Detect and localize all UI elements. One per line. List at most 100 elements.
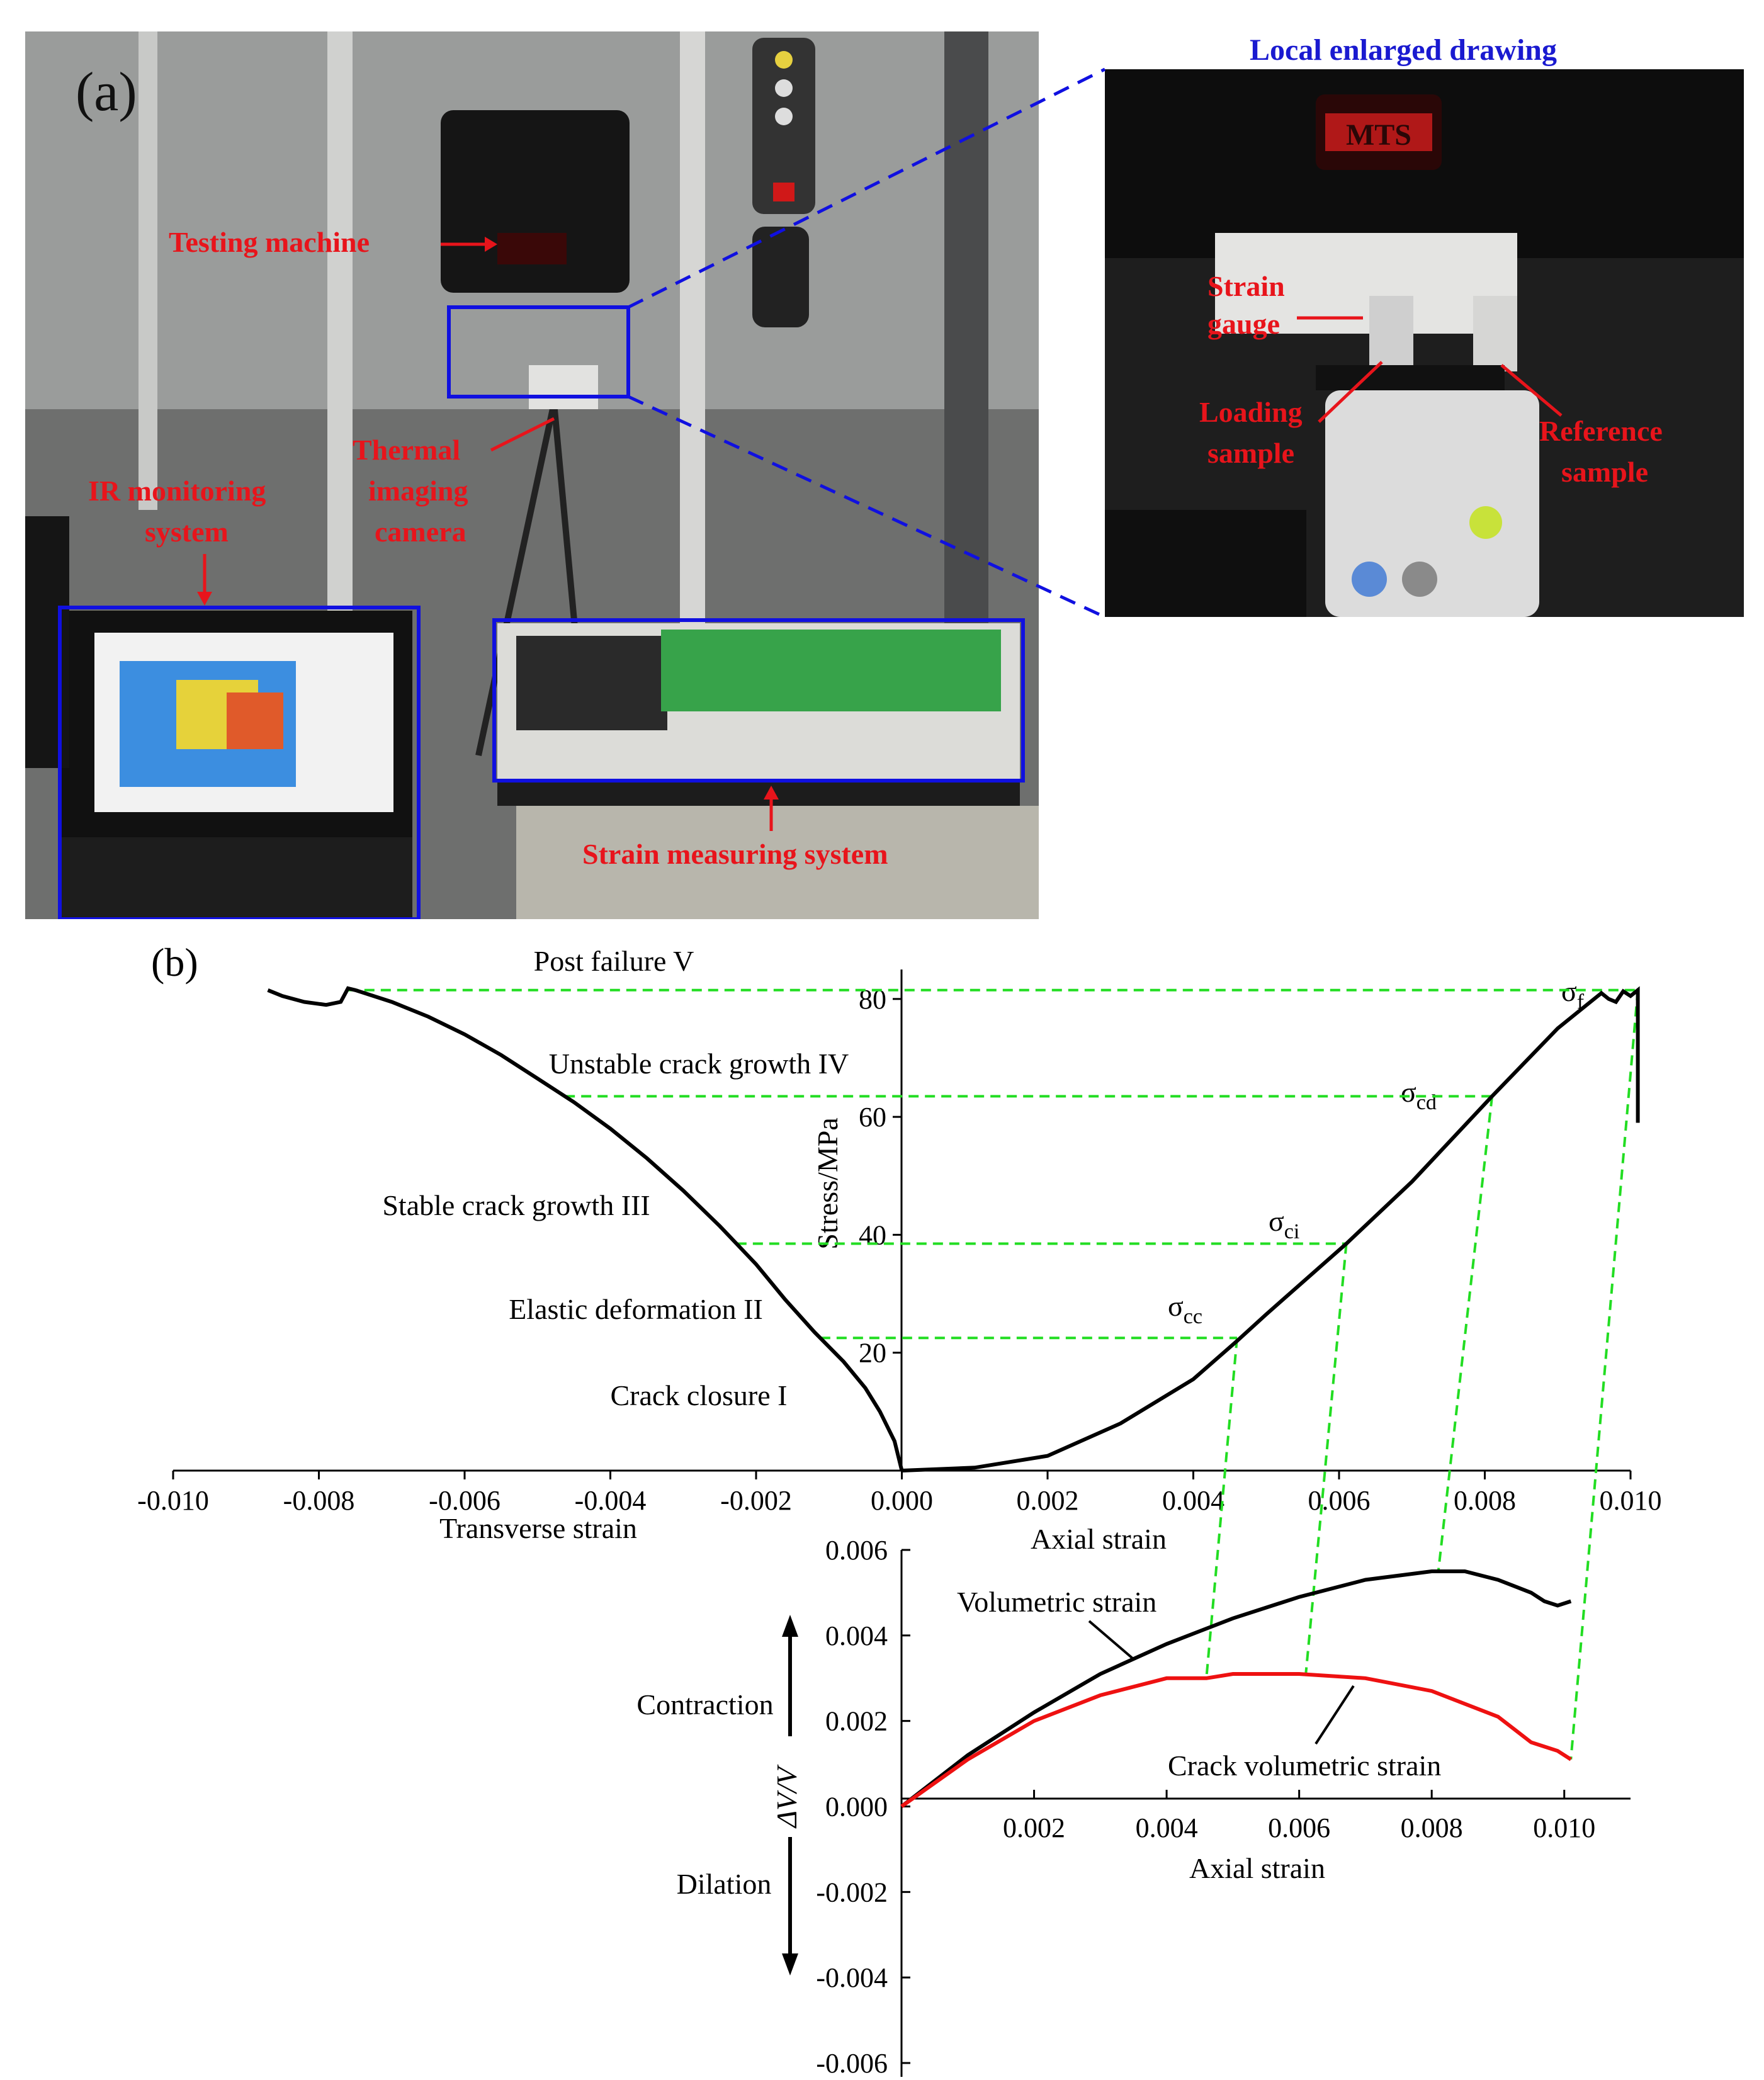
chart-curves — [267, 986, 1640, 1808]
frame-bar — [680, 31, 705, 661]
stress-axial-curve — [902, 986, 1640, 1472]
stage-post-failure: Post failure V — [534, 945, 694, 977]
label-loading-2: sample — [1207, 437, 1294, 469]
volumetric-ylabel: ΔV/V — [771, 1764, 803, 1829]
volumetric-y-tick-label: 0.006 — [825, 1535, 888, 1566]
tripod-leg — [475, 402, 557, 757]
mts-logo-box — [497, 233, 567, 264]
volumetric-x-ticks: 0.002 0.004 0.006 0.008 0.010 — [1003, 1790, 1595, 1843]
stress-x-tick-label: 0.006 — [1308, 1485, 1371, 1516]
stress-x-tick-label: -0.006 — [429, 1485, 500, 1516]
guide-vertical-sigma_cc — [1205, 1338, 1238, 1678]
label-thermal-3: camera — [375, 516, 466, 548]
arrow-thermal — [490, 417, 555, 452]
volumetric-y-tick-label: 0.002 — [825, 1706, 888, 1737]
label-thermal-1: Thermal — [353, 434, 460, 466]
stress-transverse-curve — [267, 986, 904, 1471]
connector-line-top — [627, 67, 1106, 309]
stress-y-tick-label: 40 — [859, 1219, 886, 1250]
leader-crack — [1315, 1685, 1355, 1745]
stress-x-tick-label: -0.010 — [137, 1485, 209, 1516]
volumetric-x-tick-label: 0.008 — [1401, 1812, 1463, 1843]
volumetric-xlabel: Axial strain — [1189, 1852, 1325, 1884]
stage-crack-closure: Crack closure I — [611, 1379, 788, 1411]
connector-line-bottom — [627, 395, 1106, 619]
stress-ylabel: Stress/MPa — [811, 1117, 844, 1250]
highlight-box-sample — [447, 305, 630, 398]
chart-svg: (b) Post failure V Unstable crack growth… — [137, 940, 1662, 2079]
label-thermal-2: imaging — [368, 475, 468, 507]
stress-x-tick-label: 0.002 — [1017, 1485, 1079, 1516]
strain-box-display — [516, 636, 667, 730]
volumetric-y-tick-label: 0.004 — [825, 1620, 888, 1651]
cart — [516, 806, 1039, 919]
stress-xlabel-left: Transverse strain — [439, 1512, 637, 1544]
handheld-controller — [752, 227, 809, 327]
stress-x-tick-label: 0.004 — [1162, 1485, 1224, 1516]
arrow-head — [764, 786, 779, 800]
stress-x-tick-label: -0.008 — [283, 1485, 355, 1516]
volumetric-x-tick-label: 0.006 — [1268, 1812, 1330, 1843]
volumetric-x-tick-label: 0.004 — [1136, 1812, 1198, 1843]
laptop-keyboard — [60, 837, 412, 919]
label-testing-machine: Testing machine — [169, 226, 370, 258]
testing-machine-head — [441, 110, 630, 293]
indicator-light — [775, 108, 793, 125]
sigma-f-label: σf — [1561, 975, 1585, 1014]
stress-x-tick-label: 0.000 — [871, 1485, 933, 1516]
volumetric-strain-curve — [900, 1569, 1572, 1808]
panel-b-charts: (b) Post failure V Unstable crack growth… — [0, 919, 1764, 2079]
enlarged-title: Local enlarged drawing — [1250, 33, 1557, 67]
label-reference-2: sample — [1561, 456, 1648, 488]
terminal-blocks — [661, 630, 1001, 711]
stage-elastic: Elastic deformation II — [509, 1293, 763, 1325]
threshold-guides — [348, 988, 1639, 1760]
stress-x-tick-label: -0.002 — [720, 1485, 792, 1516]
label-ir-2: system — [145, 516, 229, 548]
monitor-edge — [25, 516, 69, 768]
camera-body — [1325, 390, 1539, 617]
enlarged-floor — [1105, 510, 1306, 617]
label-strain-gauge-2: gauge — [1207, 308, 1280, 340]
lab-photo: MTS (a) Local enlarged drawing Testing m… — [25, 31, 1744, 921]
guide-vertical-sigma_ci — [1304, 1243, 1348, 1675]
enlarged-specimen-area — [1215, 233, 1517, 334]
label-reference-1: Reference — [1539, 415, 1663, 447]
label-strain-gauge-1: Strain — [1207, 270, 1285, 302]
stress-x-tick-label: 0.008 — [1454, 1485, 1516, 1516]
volumetric-y-tick-label: -0.002 — [816, 1877, 888, 1908]
camera-port — [1402, 562, 1437, 597]
crack-volumetric-strain-curve — [900, 1672, 1572, 1808]
volumetric-y-tick-label: -0.004 — [816, 1962, 888, 1993]
arrow-head — [485, 237, 497, 252]
mts-text: MTS — [1346, 118, 1411, 152]
reference-sample — [1473, 296, 1517, 371]
label-ir-1: IR monitoring — [88, 475, 266, 507]
strain-box-base — [497, 781, 1020, 806]
series-label-volumetric: Volumetric strain — [957, 1586, 1156, 1618]
stress-x-tick-label: -0.004 — [575, 1485, 647, 1516]
volumetric-x-tick-label: 0.010 — [1533, 1812, 1595, 1843]
indicator-light — [775, 51, 793, 69]
volumetric-x-tick-label: 0.002 — [1003, 1812, 1065, 1843]
stop-button — [773, 183, 794, 201]
dilation-label: Dilation — [677, 1868, 772, 1900]
stage-stable-crack: Stable crack growth III — [382, 1189, 650, 1221]
camera-led — [1469, 506, 1502, 539]
label-loading-1: Loading — [1199, 396, 1303, 428]
loading-sample — [1369, 296, 1413, 371]
stress-x-ticks: -0.010 -0.008 -0.006 -0.004 -0.002 0.000 0.002… — [137, 1471, 1662, 1516]
dilation-arrow-head — [782, 1953, 798, 1975]
contraction-arrow-head — [782, 1615, 798, 1637]
frame-bar — [139, 31, 157, 510]
thermal-camera — [529, 365, 598, 409]
indicator-light — [775, 79, 793, 97]
mts-badge-inner — [1325, 113, 1432, 151]
stress-xlabel-right: Axial strain — [1031, 1523, 1167, 1555]
panel-a-photo: MTS (a) Local enlarged drawing Testing m… — [0, 0, 1764, 921]
panel-a-label: (a) — [76, 62, 137, 123]
sigma-cc-label: σcc — [1168, 1290, 1202, 1328]
guide-vertical-sigma_cd — [1437, 1096, 1494, 1572]
leader-volumetric — [1088, 1620, 1134, 1660]
